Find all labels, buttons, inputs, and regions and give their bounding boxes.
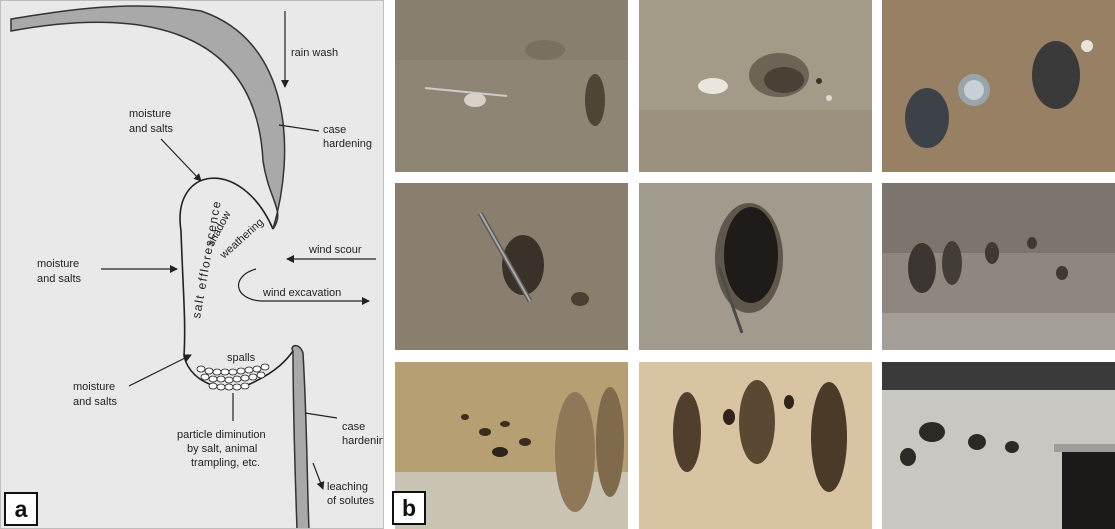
- leaching-arrow: [313, 463, 323, 489]
- lower-crust: [292, 346, 309, 529]
- case-hardening-top-leader: [279, 125, 319, 131]
- moisture-top-arrow: [161, 139, 201, 181]
- photo-r3c1: [395, 362, 628, 529]
- label-case-bot-2: hardening: [342, 435, 384, 447]
- label-moisture-top-1: moisture: [129, 108, 171, 120]
- label-case-top-2: hardening: [323, 138, 372, 150]
- label-particle-1: particle diminution: [177, 429, 266, 441]
- photo-r2c2: [639, 183, 872, 350]
- label-spalls: spalls: [227, 352, 256, 364]
- panel-a-diagram: rain wash case hardening moisture and sa…: [0, 0, 384, 529]
- photo-r1c3: [882, 0, 1115, 172]
- photo-r1c1: [395, 0, 628, 172]
- label-wind-scour: wind scour: [308, 244, 362, 256]
- panel-b-letter: b: [392, 491, 426, 525]
- case-hardening-bot-leader: [305, 413, 337, 418]
- photo-r2c1: [395, 183, 628, 350]
- label-moisture-bot-2: and salts: [73, 396, 118, 408]
- panel-a-letter: a: [4, 492, 38, 526]
- label-moisture-mid-2: and salts: [37, 273, 82, 285]
- label-moisture-bot-1: moisture: [73, 381, 115, 393]
- photo-r3c2: [639, 362, 872, 529]
- spalls-cluster: [197, 364, 269, 390]
- label-leaching-1: leaching: [327, 481, 368, 493]
- label-case-top-1: case: [323, 124, 346, 136]
- label-case-bot-1: case: [342, 421, 365, 433]
- label-moisture-mid-1: moisture: [37, 258, 79, 270]
- moisture-bot-arrow: [129, 355, 191, 386]
- label-particle-2: by salt, animal: [187, 443, 257, 455]
- label-leaching-2: of solutes: [327, 495, 375, 507]
- tafoni-diagram: rain wash case hardening moisture and sa…: [1, 1, 384, 529]
- label-rain-wash: rain wash: [291, 47, 338, 59]
- photo-r2c3: [882, 183, 1115, 350]
- label-particle-3: trampling, etc.: [191, 457, 260, 469]
- label-wind-excavation: wind excavation: [262, 287, 341, 299]
- photo-r3c3: [882, 362, 1115, 529]
- panel-b-photo-grid: b: [390, 0, 1115, 529]
- photo-r1c2: [639, 0, 872, 172]
- label-moisture-top-2: and salts: [129, 123, 174, 135]
